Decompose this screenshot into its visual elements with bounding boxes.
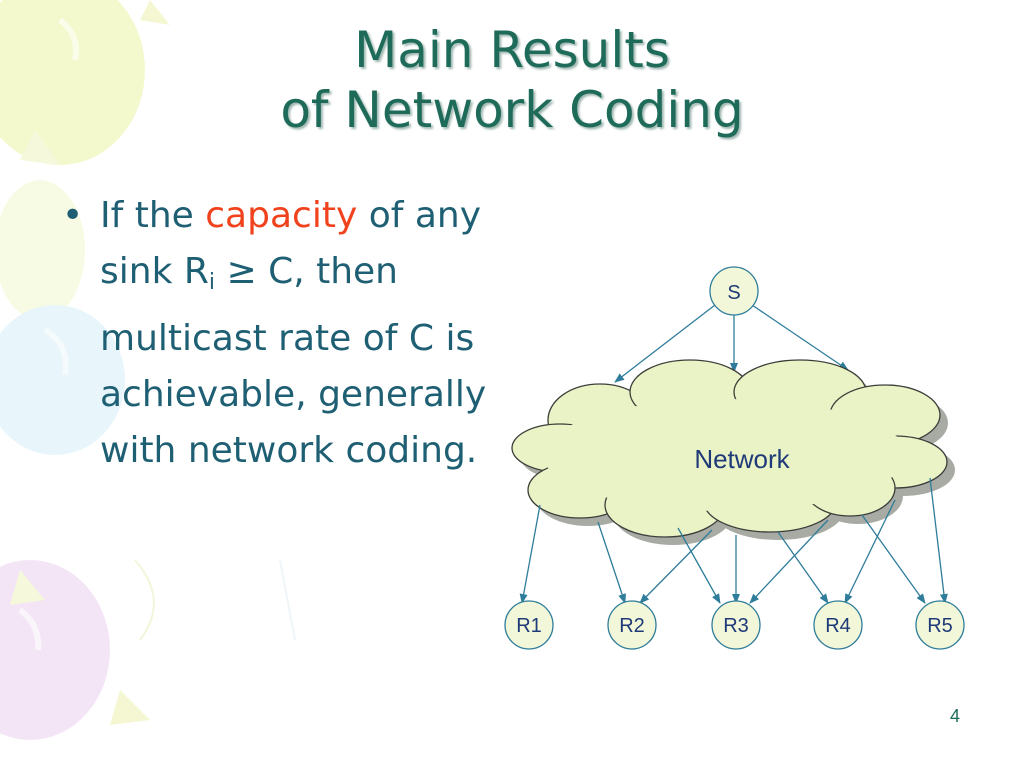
receiver-label: R4 [825, 615, 851, 637]
title-line-2: of Network Coding [280, 81, 744, 139]
receiver-node-r4: R4 [813, 600, 863, 650]
balloon-blue-shape [0, 305, 125, 455]
receiver-node-r2: R2 [607, 600, 657, 650]
edge-to-r1 [519, 504, 541, 604]
edge-to-r2-a [597, 521, 626, 604]
bullet-text: If the capacity of any sink Ri ≥ C, then… [100, 188, 502, 479]
receiver-label: R3 [723, 615, 749, 637]
bullet-point: • If the capacity of any sink Ri ≥ C, th… [62, 188, 502, 479]
edge-s-left [614, 304, 716, 383]
edge-to-r4-b [844, 499, 896, 604]
source-node: S [709, 266, 759, 316]
receiver-label: R2 [619, 615, 645, 637]
edge-to-r5-b [929, 477, 948, 604]
balloon-yellow-shape [0, 0, 145, 165]
receiver-nodes: R1 R2 R3 R4 R5 [504, 600, 965, 650]
bullet-text-part-2: of any sink R [100, 195, 482, 292]
edge-to-r4-a [777, 531, 829, 604]
network-label: Network [694, 444, 790, 474]
receiver-node-r1: R1 [504, 600, 554, 650]
receiver-label: R1 [516, 615, 542, 637]
receiver-label: R5 [927, 615, 953, 637]
receiver-node-r5: R5 [915, 600, 965, 650]
source-label: S [727, 282, 740, 304]
balloon-purple-shape [0, 560, 110, 740]
receiver-edges [519, 477, 948, 604]
page-number: 4 [949, 706, 960, 726]
receiver-node-r3: R3 [711, 600, 761, 650]
edge-to-r3-a [677, 527, 721, 604]
sink-subscript: i [208, 270, 216, 295]
bullet-text-part-3: ≥ C, then multicast rate of C is achieva… [100, 251, 487, 471]
edge-s-right [751, 304, 849, 371]
edge-to-r5-a [861, 514, 926, 604]
title-line-1: Main Results [354, 21, 670, 79]
edge-to-r2-b [639, 529, 713, 604]
slide-title: Main Results of Network Coding [0, 20, 1024, 140]
bullet-marker: • [62, 195, 84, 236]
edge-to-r3-c [749, 519, 829, 604]
bullet-text-part-1: If the [100, 195, 206, 236]
capacity-highlight: capacity [205, 195, 358, 236]
source-edges [614, 304, 849, 383]
network-cloud-core [543, 399, 907, 511]
